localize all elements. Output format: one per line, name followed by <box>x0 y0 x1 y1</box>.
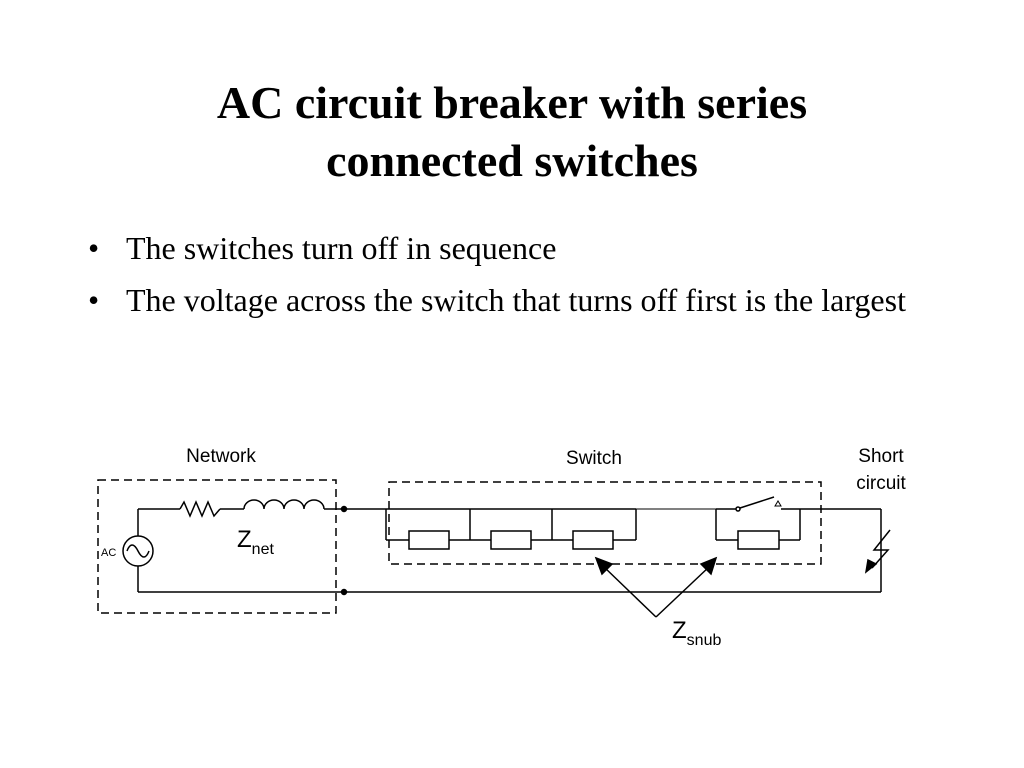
zsnub-sub: snub <box>687 632 722 649</box>
inductor-icon <box>243 499 325 510</box>
switch-cell-3 <box>552 508 637 550</box>
short-circuit-label-2: circuit <box>856 473 906 494</box>
slide-title: AC circuit breaker with series connected… <box>0 74 1024 190</box>
junction-dot <box>340 588 348 596</box>
bullet-dot: • <box>88 282 100 318</box>
switch-cell-1 <box>385 508 471 550</box>
title-line-2: connected switches <box>326 135 698 186</box>
zsnub-pointer <box>594 556 718 618</box>
snubber-resistor <box>490 530 532 550</box>
bullet-item: • The voltage across the switch that tur… <box>88 280 948 320</box>
short-circuit-label-1: Short <box>858 446 904 467</box>
snubber-resistor <box>408 530 450 550</box>
bullet-item: • The switches turn off in sequence <box>88 228 948 268</box>
switch-label: Switch <box>566 448 622 469</box>
switch-box <box>388 481 822 565</box>
switch-cell-2 <box>470 508 553 550</box>
title-line-1: AC circuit breaker with series <box>216 77 808 128</box>
network-box <box>97 479 337 614</box>
switch-contact <box>774 500 782 507</box>
znet-sub: net <box>252 541 275 558</box>
znet-main: Z <box>237 526 252 553</box>
bullet-dot: • <box>88 230 100 266</box>
znet-label: Znet <box>237 526 274 558</box>
snubber-resistor <box>737 530 780 550</box>
zsnub-label: Zsnub <box>672 617 721 649</box>
snubber-resistor <box>572 530 614 550</box>
bullet-text: The switches turn off in sequence <box>126 230 557 266</box>
bullet-text: The voltage across the switch that turns… <box>126 282 906 318</box>
switch-contact <box>735 506 741 512</box>
switch-cell-4 <box>715 496 801 550</box>
zsnub-main: Z <box>672 617 687 644</box>
junction-dot <box>340 505 348 513</box>
short-circuit-icon <box>864 529 891 574</box>
sine-wave-icon <box>126 544 150 558</box>
ac-label: AC <box>101 547 116 559</box>
open-switch-icon <box>739 496 775 509</box>
bullet-list: • The switches turn off in sequence • Th… <box>88 228 948 332</box>
network-label: Network <box>186 446 256 467</box>
resistor-icon <box>179 500 221 518</box>
